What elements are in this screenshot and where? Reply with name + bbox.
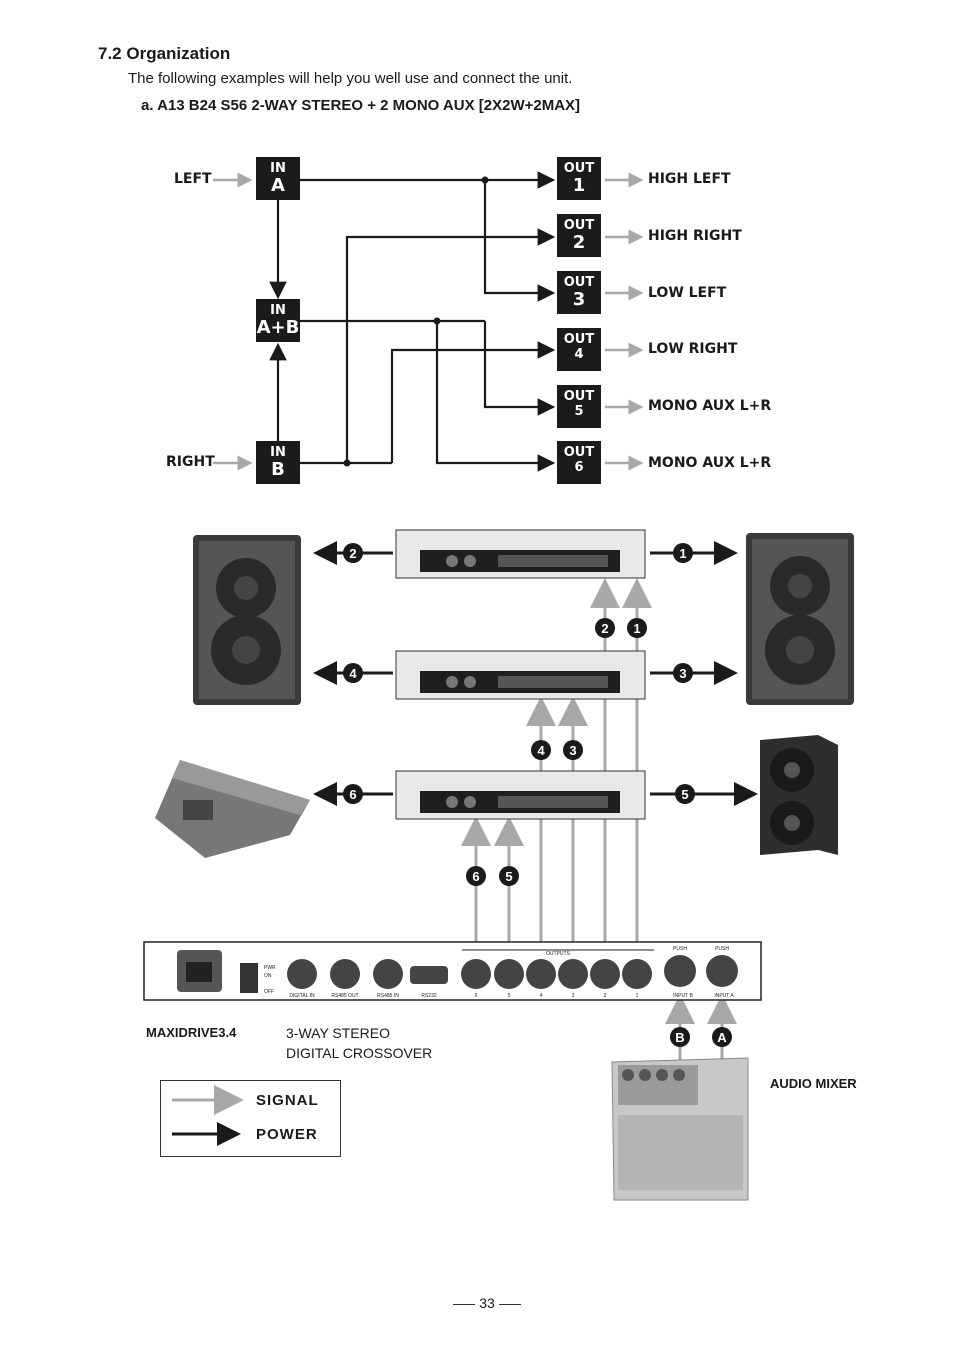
port-label: 4 bbox=[540, 993, 543, 999]
monitor-wedge-icon bbox=[155, 760, 310, 858]
description-line-1: 3-WAY STEREO bbox=[286, 1025, 390, 1041]
push-label-b: PUSH bbox=[673, 946, 687, 952]
badge-6: 6 bbox=[472, 869, 479, 884]
amplifier-1 bbox=[395, 529, 646, 579]
left-input-label: LEFT bbox=[174, 171, 212, 187]
intro-text: The following examples will help you wel… bbox=[128, 70, 573, 87]
push-label-a: PUSH bbox=[715, 946, 729, 952]
outputs-label: OUTPUTS bbox=[546, 951, 571, 957]
output-3-label: LOW LEFT bbox=[648, 285, 727, 301]
output-1-label: HIGH LEFT bbox=[648, 171, 731, 187]
model-name: MAXIDRIVE3.4 bbox=[146, 1025, 237, 1040]
port-label: 3 bbox=[572, 993, 575, 999]
output-2-label: HIGH RIGHT bbox=[648, 228, 742, 244]
port-label: INPUT B bbox=[673, 993, 693, 999]
off-label: OFF bbox=[264, 989, 274, 995]
badge-6: 6 bbox=[349, 787, 356, 802]
badge-5: 5 bbox=[505, 869, 512, 884]
port-label: 5 bbox=[508, 993, 511, 999]
legend-signal-label: SIGNAL bbox=[256, 1092, 319, 1109]
description-line-2: DIGITAL CROSSOVER bbox=[286, 1045, 433, 1061]
port-label: 2 bbox=[604, 993, 607, 999]
port-label: RS485 OUT bbox=[331, 993, 358, 999]
audio-mixer-label: AUDIO MIXER bbox=[770, 1076, 857, 1091]
section-title: 7.2 Organization bbox=[98, 44, 231, 63]
port-label: DIGITAL IN bbox=[289, 993, 315, 999]
speaker-right-icon bbox=[746, 533, 854, 705]
audio-mixer-icon bbox=[611, 1057, 749, 1201]
page-number: 33 bbox=[0, 1295, 954, 1311]
pwr-label: PWR bbox=[264, 965, 276, 971]
amplifier-3 bbox=[395, 770, 646, 820]
badge-3: 3 bbox=[569, 743, 576, 758]
badge-1: 1 bbox=[633, 621, 640, 636]
output-5-label: MONO AUX L+R bbox=[648, 398, 772, 414]
amplifier-2 bbox=[395, 650, 646, 700]
legend-power-label: POWER bbox=[256, 1126, 318, 1143]
badge-4: 4 bbox=[349, 666, 357, 681]
port-label: RS232 bbox=[421, 993, 437, 999]
badge-5: 5 bbox=[681, 787, 688, 802]
badge-b: B bbox=[675, 1030, 684, 1045]
right-input-label: RIGHT bbox=[166, 454, 215, 470]
sub-speaker-icon bbox=[760, 735, 838, 855]
badge-1: 1 bbox=[679, 546, 686, 561]
port-label: 1 bbox=[636, 993, 639, 999]
port-label: INPUT A bbox=[714, 993, 734, 999]
legend-box: SIGNAL POWER bbox=[160, 1080, 341, 1157]
badge-4: 4 bbox=[537, 743, 545, 758]
page-number-value: 33 bbox=[479, 1295, 495, 1311]
badge-3: 3 bbox=[679, 666, 686, 681]
badge-2: 2 bbox=[601, 621, 608, 636]
output-6-label: MONO AUX L+R bbox=[648, 455, 772, 471]
output-4-label: LOW RIGHT bbox=[648, 341, 738, 357]
port-label: RS485 IN bbox=[377, 993, 399, 999]
subheading: a. A13 B24 S56 2-WAY STEREO + 2 MONO AUX… bbox=[141, 97, 581, 114]
badge-a: A bbox=[717, 1030, 727, 1045]
speaker-left-icon bbox=[193, 535, 301, 705]
port-label: 6 bbox=[475, 993, 478, 999]
on-label: ON bbox=[264, 973, 272, 979]
badge-2: 2 bbox=[349, 546, 356, 561]
crossover-rear-panel bbox=[143, 941, 762, 1001]
